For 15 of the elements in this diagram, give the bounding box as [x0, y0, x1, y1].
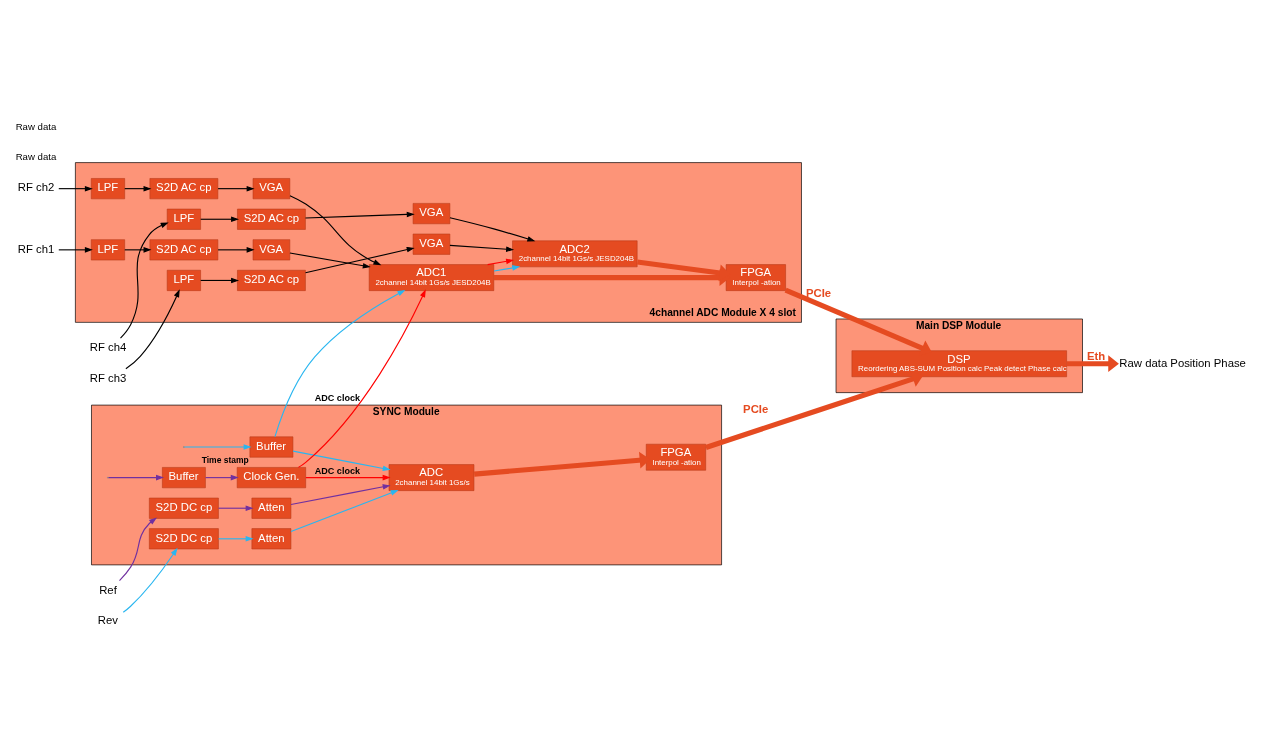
node-label: Time stamp [201, 454, 249, 465]
edge-label: ADC clock [314, 392, 361, 403]
label: Raw data [15, 150, 57, 162]
node-text: Rev [97, 613, 118, 626]
node-text: Ref [99, 583, 117, 596]
node-text: RF ch4 [89, 340, 127, 353]
edge-label: Eth [1087, 349, 1106, 362]
node-text: RF ch3 [89, 371, 127, 384]
edge-label: PCIe [806, 286, 832, 299]
edge-label: PCIe [743, 402, 769, 415]
label: Raw data [15, 120, 57, 132]
node-text: RF ch2 [17, 180, 55, 193]
node-text: Raw data Position Phase [1119, 356, 1246, 369]
node-text: RF ch1 [17, 242, 55, 255]
edge-label: ADC clock [314, 465, 361, 476]
